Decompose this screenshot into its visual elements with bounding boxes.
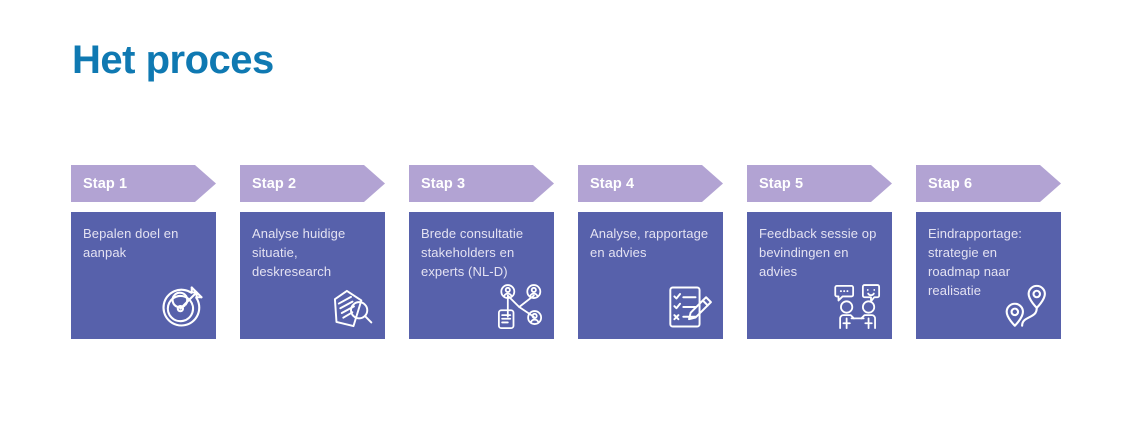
step-arrow-label-4: Stap 4 <box>590 175 635 192</box>
step-arrow-2: Stap 2 <box>240 165 385 202</box>
process-steps-row: Stap 1 Bepalen doel en aanpak <box>71 165 1071 340</box>
step-arrow-4: Stap 4 <box>578 165 723 202</box>
step-arrow-label-1: Stap 1 <box>83 175 128 192</box>
step-arrow-6: Stap 6 <box>916 165 1061 202</box>
step-card-4: Analyse, rapportage en advies <box>578 212 723 339</box>
process-step-1: Stap 1 Bepalen doel en aanpak <box>71 165 216 340</box>
step-card-2: Analyse huidige situatie, deskresearch <box>240 212 385 339</box>
page-title: Het proces <box>72 38 274 82</box>
process-step-4: Stap 4 Analyse, rapportage en advies <box>578 165 723 340</box>
process-step-2: Stap 2 Analyse huidige situatie, deskres… <box>240 165 385 340</box>
step-arrow-label-3: Stap 3 <box>421 175 466 192</box>
step-description-1: Bepalen doel en aanpak <box>83 226 179 260</box>
process-step-3: Stap 3 Brede consultatie stakeholders en… <box>409 165 554 340</box>
step-arrow-label-6: Stap 6 <box>928 175 973 192</box>
process-step-5: Stap 5 Feedback sessie op bevindingen en… <box>747 165 892 340</box>
step-description-5: Feedback sessie op bevindingen en advies <box>759 226 877 279</box>
process-step-6: Stap 6 Eindrapportage: strategie en road… <box>916 165 1061 340</box>
step-arrow-3: Stap 3 <box>409 165 554 202</box>
step-card-6: Eindrapportage: strategie en roadmap naa… <box>916 212 1061 339</box>
target-arrow-icon <box>156 281 208 333</box>
step-description-3: Brede consultatie stakeholders en expert… <box>421 226 524 279</box>
step-arrow-label-5: Stap 5 <box>759 175 804 192</box>
step-card-3: Brede consultatie stakeholders en expert… <box>409 212 554 339</box>
step-description-4: Analyse, rapportage en advies <box>590 226 709 260</box>
step-description-2: Analyse huidige situatie, deskresearch <box>252 226 346 279</box>
stakeholder-network-icon <box>494 281 546 333</box>
step-card-5: Feedback sessie op bevindingen en advies <box>747 212 892 339</box>
step-arrow-label-2: Stap 2 <box>252 175 297 192</box>
document-magnifier-icon <box>325 281 377 333</box>
step-description-6: Eindrapportage: strategie en roadmap naa… <box>928 226 1023 298</box>
feedback-meeting-icon <box>832 281 884 333</box>
step-arrow-5: Stap 5 <box>747 165 892 202</box>
step-card-1: Bepalen doel en aanpak <box>71 212 216 339</box>
step-arrow-1: Stap 1 <box>71 165 216 202</box>
checklist-pencil-icon <box>663 281 715 333</box>
